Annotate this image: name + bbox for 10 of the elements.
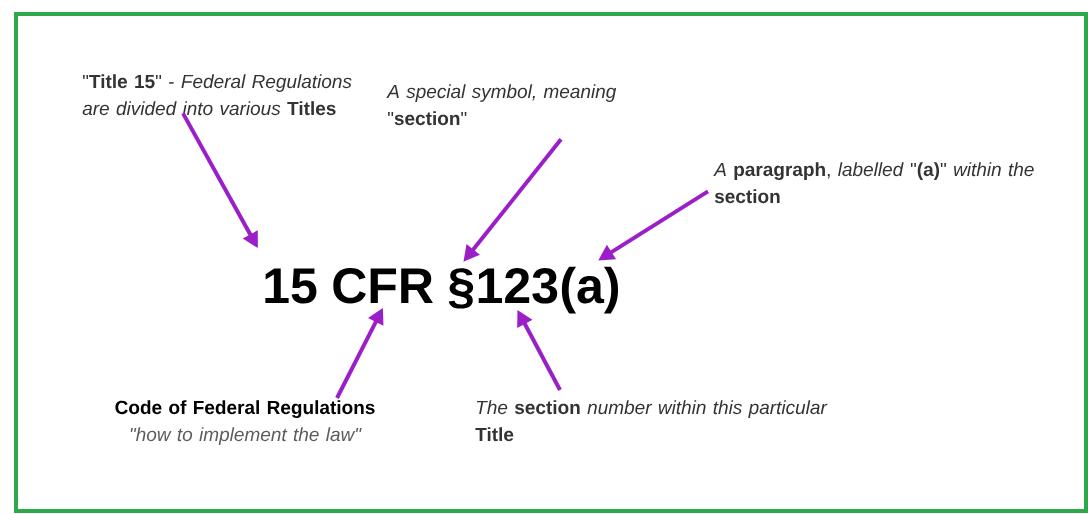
callout-text: A paragraph, labelled "(a)" within the section — [713, 162, 1034, 204]
callout-text: "Title 15" - Federal Regulations are divided into various Titles — [82, 74, 352, 116]
callout-text: Code of Federal Regulations "how to implement the law" — [115, 400, 375, 445]
citation-part: CFR — [333, 268, 433, 304]
citation-part: (a) — [561, 266, 618, 314]
citation-part: 123 — [478, 268, 558, 304]
callout-text: The section number within this particular Title — [475, 400, 828, 442]
citation-part: 15 — [265, 268, 317, 304]
citation-part: § — [448, 268, 474, 309]
callout-text: A special symbol, meaning "section" — [386, 84, 617, 126]
